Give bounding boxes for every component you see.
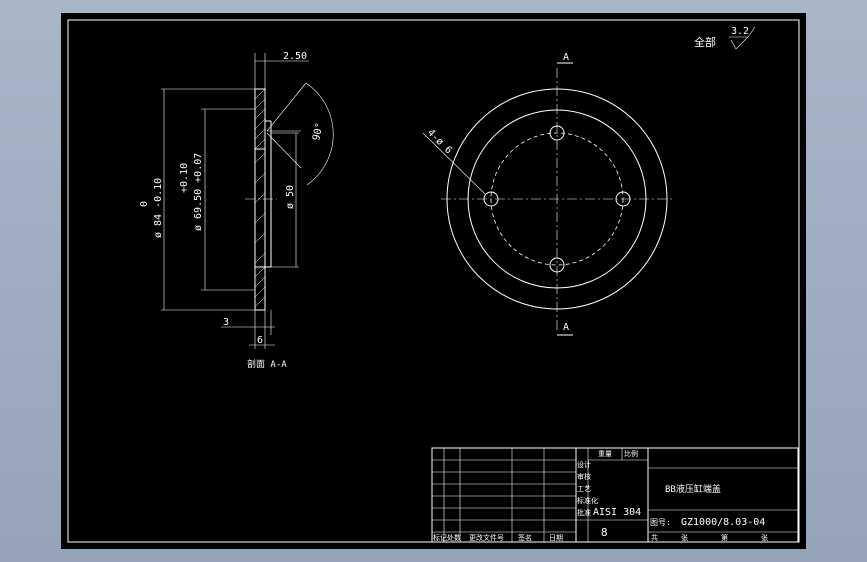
title-block: 标记 处数 更改文件号 签名 日期 设计 审核 工艺 标准化 批准 重量 比例 … xyxy=(431,447,799,543)
scale-header: 比例 xyxy=(624,449,638,458)
bolt-hole-left xyxy=(483,191,499,207)
weight-header: 重量 xyxy=(598,450,612,458)
dim-outer-dia-tol: 0 xyxy=(139,201,150,207)
row-label-5: 批准 xyxy=(577,508,591,517)
dim-outer-dia: ø 84 -0.10 xyxy=(153,178,164,238)
drawing-no: GZ1000/8.03-04 xyxy=(681,517,765,528)
col-header-1: 标记 xyxy=(433,533,447,542)
roughness-value: 3.2 xyxy=(731,26,749,37)
col-header-2: 处数 xyxy=(447,533,461,542)
dim-thickness-top: 2.50 xyxy=(283,51,307,62)
sheet-no-suffix: 张 xyxy=(761,533,768,542)
row-label-4: 标准化 xyxy=(577,496,598,505)
section-mark-bottom: A xyxy=(563,322,569,333)
angle-arc xyxy=(305,82,334,186)
bolt-hole-top xyxy=(549,125,565,141)
section-mark-top: A xyxy=(563,52,569,63)
quantity: 8 xyxy=(601,526,608,539)
part-name: BB液压缸端盖 xyxy=(665,483,721,495)
dim-angle: 90° xyxy=(311,122,326,142)
row-label-1: 设计 xyxy=(577,460,591,469)
col-header-5: 日期 xyxy=(549,534,563,542)
col-header-3: 更改文件号 xyxy=(469,533,504,542)
roughness-symbol xyxy=(729,26,756,50)
sheet-total-suffix: 张 xyxy=(681,533,688,542)
dim-thickness-bottom: 6 xyxy=(257,335,263,346)
bolt-hole-bottom xyxy=(549,257,565,273)
section-body-upper xyxy=(254,88,266,150)
section-body-lower xyxy=(254,266,266,311)
hatch-upper xyxy=(254,88,266,150)
dim-inner-dia: ø 50 xyxy=(285,185,296,209)
inner-border xyxy=(67,19,800,543)
plan-view: A A 4-ø 6 xyxy=(422,52,673,336)
drawing-svg: 全部 3.2 xyxy=(67,19,800,543)
bolt-hole-right xyxy=(615,191,631,207)
row-label-2: 审核 xyxy=(577,472,591,481)
sheet-total-prefix: 共 xyxy=(651,533,658,542)
dim-mid-dia: ø 69.50 +0.07 xyxy=(193,153,204,231)
hatch-middle xyxy=(254,152,266,264)
section-caption: 剖面 A-A xyxy=(247,358,287,370)
surface-finish-note: 全部 3.2 xyxy=(694,26,756,50)
section-view: 2.50 90° 0 ø 84 -0.10 +0.10 ø 69.50 +0.0… xyxy=(139,51,334,370)
section-body-middle xyxy=(254,148,266,268)
dim-mid-dia-tol: +0.10 xyxy=(179,163,190,193)
hatch-lower xyxy=(254,266,266,308)
dim-step-left: 3 xyxy=(223,317,229,328)
sheet-no-prefix: 第 xyxy=(721,533,728,542)
material: AISI 304 xyxy=(593,507,641,518)
drawing-canvas: 全部 3.2 xyxy=(61,13,806,549)
holes-label: 4-ø 6 xyxy=(425,127,454,156)
row-label-3: 工艺 xyxy=(577,485,591,493)
holes-leader xyxy=(422,132,486,195)
finish-label: 全部 xyxy=(694,35,716,49)
drawing-no-label: 图号: xyxy=(650,518,671,527)
col-header-4: 签名 xyxy=(518,533,532,542)
